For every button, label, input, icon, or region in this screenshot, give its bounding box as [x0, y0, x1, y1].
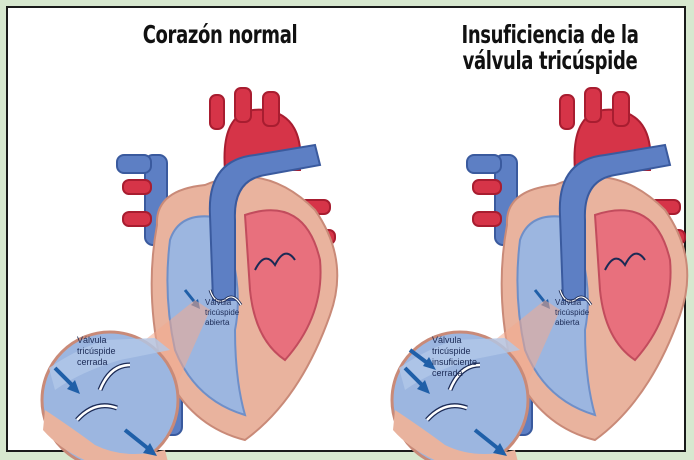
svg-text:insuficiente: insuficiente: [432, 357, 477, 367]
svg-text:tricúspide: tricúspide: [205, 308, 240, 317]
svg-text:Válvula: Válvula: [77, 335, 107, 345]
normal-heart-illustration: [42, 88, 337, 460]
svg-text:Válvula: Válvula: [205, 298, 232, 307]
svg-text:tricúspide: tricúspide: [77, 346, 116, 356]
svg-text:Válvula: Válvula: [555, 298, 582, 307]
svg-text:tricúspide: tricúspide: [432, 346, 471, 356]
svg-text:tricúspide: tricúspide: [555, 308, 590, 317]
svg-text:abierta: abierta: [555, 318, 580, 327]
insufficient-heart-illustration: [392, 88, 687, 460]
svg-text:cerrada: cerrada: [432, 368, 463, 378]
svg-text:Válvula: Válvula: [432, 335, 462, 345]
svg-text:abierta: abierta: [205, 318, 230, 327]
svg-text:cerrada: cerrada: [77, 357, 108, 367]
